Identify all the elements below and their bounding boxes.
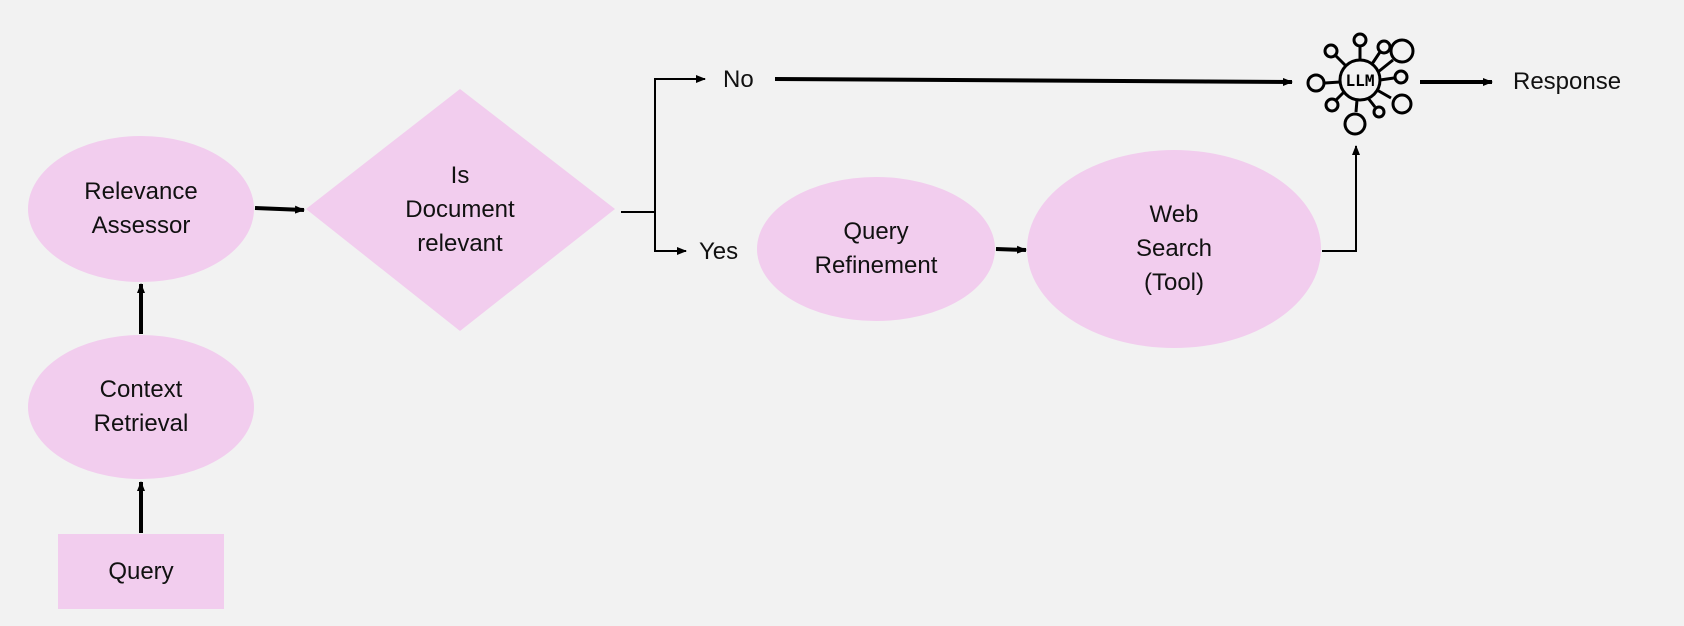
query-refinement-label-line-1: Query: [843, 218, 909, 245]
arrow-decision-to-yes: [654, 212, 687, 255]
query-node-shape[interactable]: [58, 534, 224, 609]
context-retrieval-label-line-2: Retrieval: [93, 410, 189, 437]
query-node-label: Query: [108, 557, 174, 585]
relevance-assessor-node-shape[interactable]: [28, 136, 254, 282]
branch-yes-label: Yes: [699, 238, 739, 265]
context-retrieval-node[interactable]: Context Retrieval: [28, 335, 254, 479]
relevance-assessor-node[interactable]: Relevance Assessor: [28, 136, 254, 282]
context-retrieval-label-line-1: Context: [99, 376, 183, 403]
context-retrieval-node-shape[interactable]: [28, 335, 254, 479]
branch-no-label: No: [723, 66, 754, 93]
decision-label-line-2: Document: [405, 196, 515, 223]
arrow-relevance-to-decision: [254, 205, 305, 214]
decision-diamond-shape[interactable]: [306, 89, 615, 331]
arrow-no-to-llm: [774, 77, 1293, 86]
decision-label-line-3: relevant: [417, 230, 503, 257]
query-node[interactable]: Query: [58, 534, 224, 609]
web-search-node[interactable]: Web Search (Tool): [1027, 150, 1321, 348]
web-search-label-line-2: Search: [1135, 235, 1213, 262]
relevance-assessor-label-line-2: Assessor: [91, 212, 191, 239]
query-refinement-label-line-2: Refinement: [814, 252, 938, 279]
query-refinement-node[interactable]: Query Refinement: [757, 177, 995, 321]
web-search-node-shape[interactable]: [1027, 150, 1321, 348]
relevance-assessor-label-line-1: Relevance: [84, 178, 198, 205]
query-refinement-node-shape[interactable]: [757, 177, 995, 321]
llm-network-icon: LLM: [1306, 32, 1415, 136]
arrow-websearch-to-llm: [1322, 145, 1360, 252]
decision-label-line-1: Is: [450, 162, 470, 189]
llm-label: LLM: [1346, 71, 1375, 90]
web-search-label-line-3: (Tool): [1143, 269, 1204, 296]
arrow-refinement-to-websearch: [995, 245, 1027, 254]
decision-node[interactable]: Is Document relevant: [360, 150, 560, 270]
web-search-label-line-1: Web: [1149, 201, 1199, 228]
response-label: Response: [1513, 68, 1622, 95]
arrow-decision-to-no: [654, 75, 706, 212]
